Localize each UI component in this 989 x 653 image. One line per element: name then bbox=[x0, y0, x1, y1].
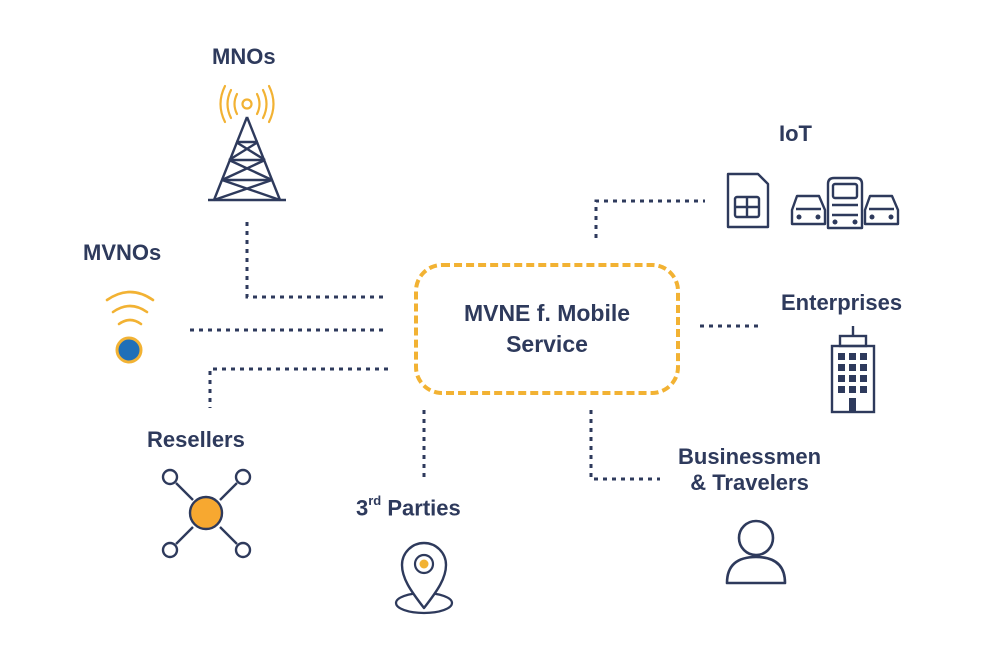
third-parties-text: Parties bbox=[381, 495, 461, 521]
network-hub-icon bbox=[161, 468, 252, 559]
cell-tower-icon bbox=[208, 84, 286, 202]
sim-card-icon bbox=[726, 172, 770, 229]
mvne-service-box: MVNE f. Mobile Service bbox=[414, 263, 680, 395]
label-mnos: MNOs bbox=[212, 44, 276, 69]
label-businessmen-travelers: Businessmen & Travelers bbox=[678, 444, 821, 497]
person-icon bbox=[725, 519, 787, 585]
center-line-1: MVNE f. Mobile bbox=[463, 299, 631, 326]
label-third-parties: 3rd Parties bbox=[356, 493, 461, 522]
office-building-icon bbox=[830, 326, 876, 414]
third-parties-superscript: rd bbox=[368, 493, 382, 508]
third-parties-number: 3 bbox=[356, 495, 369, 521]
connector-mnos bbox=[245, 222, 388, 299]
businessmen-line-2: & Travelers bbox=[690, 470, 809, 496]
vehicles-icon bbox=[790, 176, 900, 230]
wireless-signal-icon bbox=[105, 290, 155, 364]
label-resellers: Resellers bbox=[147, 427, 245, 452]
label-enterprises: Enterprises bbox=[781, 290, 903, 315]
center-line-2: Service bbox=[506, 331, 588, 357]
location-pin-icon bbox=[394, 541, 454, 615]
connector-iot bbox=[594, 199, 705, 238]
label-mvnos: MVNOs bbox=[83, 240, 162, 265]
businessmen-line-1: Businessmen bbox=[678, 444, 822, 469]
mvne-service-label: MVNE f. Mobile Service bbox=[464, 298, 630, 360]
label-iot: IoT bbox=[779, 121, 812, 146]
